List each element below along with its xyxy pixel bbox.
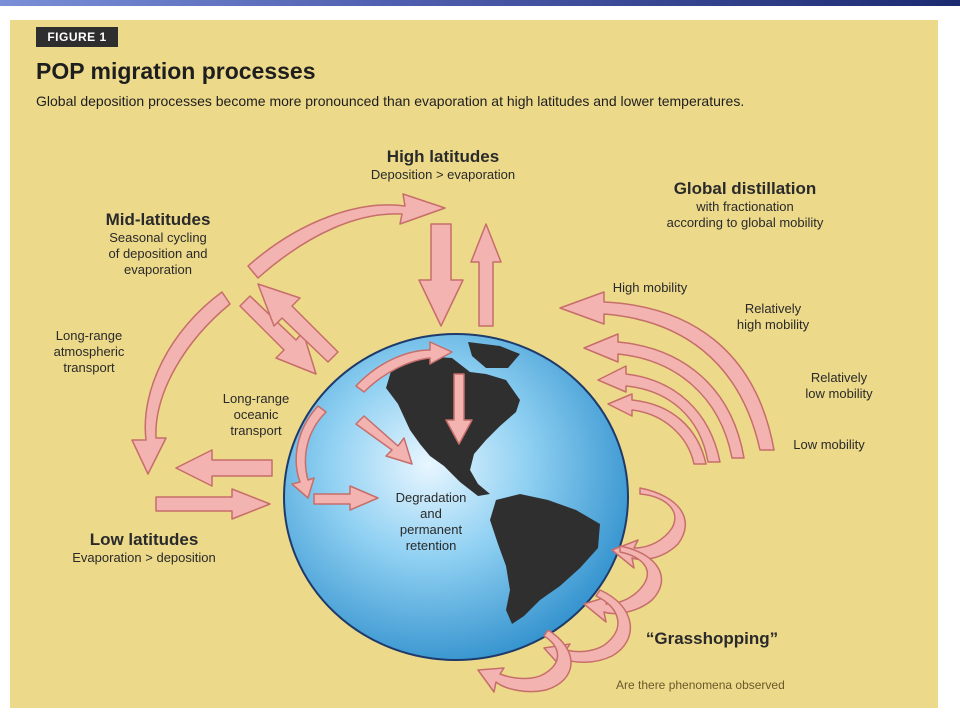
globe — [283, 333, 629, 661]
arrow-ocean-top — [355, 341, 453, 393]
label-mid-latitudes: Mid-latitudes Seasonal cycling of deposi… — [60, 209, 256, 278]
rel-high-line-2: high mobility — [736, 317, 810, 332]
mid-latitudes-desc-2: of deposition and — [108, 246, 208, 261]
degradation-line-1: Degradation — [395, 490, 467, 505]
figure-title: POP migration processes — [36, 58, 316, 84]
degradation-line-2: and — [420, 506, 442, 521]
low-latitudes-desc: Evaporation > deposition — [72, 550, 216, 565]
label-low-mobility: Low mobility — [793, 437, 865, 452]
label-low-latitudes: Low latitudes Evaporation > deposition — [44, 529, 244, 566]
label-high-mobility: High mobility — [612, 280, 688, 295]
arrow-atmospheric-transport — [131, 291, 231, 475]
mid-latitudes-title: Mid-latitudes — [105, 210, 211, 229]
arrow-ocean-inward — [355, 415, 413, 465]
label-rel-low-mobility: Relatively low mobility — [784, 370, 894, 402]
arrow-rel-low-mobility — [597, 365, 721, 463]
oceanic-line-2: oceanic — [233, 407, 279, 422]
atmospheric-line-2: atmospheric — [53, 344, 125, 359]
oceanic-line-3: transport — [230, 423, 282, 438]
arrow-hop-2 — [583, 545, 663, 623]
atmospheric-line-3: transport — [63, 360, 115, 375]
global-distillation-desc-1: with fractionation — [696, 199, 794, 214]
arrow-low-to-mid-left — [175, 449, 273, 487]
label-atmospheric-transport: Long-range atmospheric transport — [34, 328, 144, 376]
arrow-high-mobility — [559, 291, 775, 451]
label-degradation: Degradation and permanent retention — [378, 490, 484, 554]
degradation-line-4: retention — [405, 538, 457, 553]
rel-low-line-1: Relatively — [810, 370, 868, 385]
grasshopping-title: “Grasshopping” — [645, 629, 779, 648]
global-distillation-title: Global distillation — [673, 179, 817, 198]
arrow-high-deposition-down — [418, 223, 464, 327]
arrows — [131, 193, 775, 693]
oceanic-line-1: Long-range — [222, 391, 290, 406]
arrow-ocean-bottom — [313, 485, 379, 511]
slide-top-bar — [0, 0, 960, 6]
high-latitudes-desc: Deposition > evaporation — [370, 167, 516, 182]
arrow-rel-high-mobility — [583, 333, 745, 459]
arrow-low-mobility — [607, 393, 707, 465]
high-latitudes-title: High latitudes — [386, 147, 500, 166]
label-global-distillation: Global distillation with fractionation a… — [622, 178, 868, 231]
global-distillation-desc-2: according to global mobility — [666, 215, 824, 230]
label-rel-high-mobility: Relatively high mobility — [718, 301, 828, 333]
arrow-high-evaporation-up — [470, 223, 502, 327]
arrow-mid-to-high — [247, 193, 446, 279]
rel-high-line-1: Relatively — [744, 301, 802, 316]
arrow-globe-down — [445, 373, 473, 445]
greenland-landmass — [468, 342, 520, 368]
arrow-ocean-arc — [291, 405, 327, 499]
south-america-landmass — [490, 494, 600, 624]
bottom-strip-text: Are there phenomena observed — [616, 678, 785, 692]
figure-label: FIGURE 1 — [36, 27, 118, 47]
label-oceanic-transport: Long-range oceanic transport — [206, 391, 306, 439]
label-grasshopping: “Grasshopping” — [632, 628, 792, 649]
arrow-mid-evaporation — [257, 283, 339, 363]
mid-latitudes-desc-1: Seasonal cycling — [109, 230, 207, 245]
mid-latitudes-desc-3: evaporation — [124, 262, 192, 277]
figure-subtitle: Global deposition processes become more … — [36, 93, 745, 109]
arrow-low-right — [155, 488, 271, 520]
degradation-line-3: permanent — [399, 522, 463, 537]
arrow-hop-4 — [477, 629, 572, 693]
low-latitudes-title: Low latitudes — [89, 530, 199, 549]
atmospheric-line-1: Long-range — [55, 328, 123, 343]
rel-low-line-2: low mobility — [805, 386, 873, 401]
label-high-latitudes: High latitudes Deposition > evaporation — [340, 146, 546, 183]
arrow-mid-deposition — [239, 295, 317, 375]
